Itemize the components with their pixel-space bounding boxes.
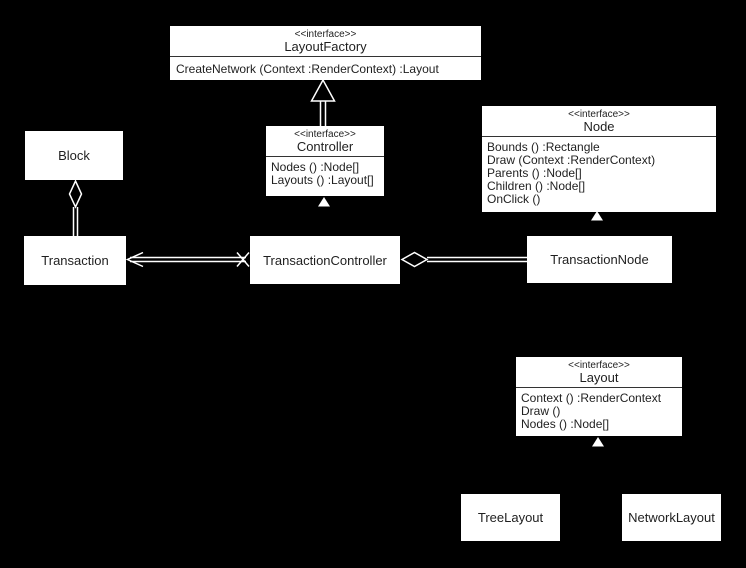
class-header: <<interface>> Node [482, 106, 716, 137]
member-label: Nodes () :Node[] [521, 417, 610, 431]
class-box-networklayout[interactable]: NetworkLayout [622, 494, 721, 541]
open-arrow-icon [125, 251, 144, 268]
member-label: OnClick () [487, 192, 541, 206]
class-name: TreeLayout [477, 510, 544, 525]
class-name: NetworkLayout [628, 510, 715, 525]
member-label: Parents () :Node[] [487, 166, 582, 180]
class-name: Layout [579, 370, 619, 385]
stereotype-label: <<interface>> [294, 129, 356, 140]
class-box-transaction[interactable]: Transaction [24, 236, 126, 285]
class-box-treelayout[interactable]: TreeLayout [461, 494, 560, 541]
class-name: Block [58, 148, 90, 163]
hollow-diamond-icon [68, 179, 83, 209]
member-label: Context () :RenderContext [521, 391, 662, 405]
solid-triangle-icon [318, 197, 330, 207]
member-list: Nodes () :Node[] Layouts () :Layout[] [266, 157, 384, 187]
member-label: Draw () [521, 404, 561, 418]
aggregation-block-transaction [68, 179, 83, 236]
member-label: Children () :Node[] [487, 179, 586, 193]
generalization-controller-to-layoutfactory [310, 78, 336, 126]
class-box-layout[interactable]: <<interface>> Layout Context () :RenderC… [516, 357, 682, 436]
hollow-triangle-icon [310, 78, 336, 102]
class-name: TransactionNode [550, 252, 649, 267]
double-line-shaft [130, 256, 246, 263]
member-label: CreateNetwork (Context :RenderContext) :… [176, 62, 439, 76]
member-label: Layouts () :Layout[] [271, 173, 374, 187]
realization-layouts-to-layout [592, 437, 604, 447]
class-header: <<interface>> Controller [266, 126, 384, 157]
stereotype-label: <<interface>> [568, 360, 630, 371]
member-label: Bounds () :Rectangle [487, 140, 600, 154]
realization-transactionnode-to-node [591, 211, 603, 221]
class-name: LayoutFactory [284, 39, 367, 54]
double-line-shaft [72, 207, 79, 236]
class-name: Node [583, 119, 615, 134]
class-header: <<interface>> LayoutFactory [170, 26, 481, 57]
member-label: Nodes () :Node[] [271, 160, 360, 174]
class-box-node[interactable]: <<interface>> Node Bounds () :Rectangle … [482, 106, 716, 212]
class-name: TransactionController [263, 252, 387, 268]
association-transaction-transactioncontroller [125, 251, 250, 268]
double-line-shaft [319, 101, 327, 126]
stereotype-label: <<interface>> [294, 29, 357, 40]
class-name: Transaction [41, 253, 109, 268]
class-name: Controller [296, 139, 354, 154]
class-box-transactioncontroller[interactable]: TransactionController [250, 236, 400, 284]
class-box-transactionnode[interactable]: TransactionNode [527, 236, 672, 283]
member-list: Bounds () :Rectangle Draw (Context :Rend… [482, 137, 716, 206]
double-line-shaft [427, 256, 527, 263]
non-navigable-x-icon [236, 252, 250, 267]
stereotype-label: <<interface>> [568, 109, 630, 120]
class-box-layoutfactory[interactable]: <<interface>> LayoutFactory CreateNetwor… [170, 26, 481, 80]
hollow-diamond-icon [400, 251, 429, 268]
member-label: Draw (Context :RenderContext) [487, 153, 656, 167]
class-header: <<interface>> Layout [516, 357, 682, 388]
class-box-block[interactable]: Block [25, 131, 123, 180]
realization-transactioncontroller-to-controller [318, 197, 330, 207]
member-list: Context () :RenderContext Draw () Nodes … [516, 388, 682, 431]
aggregation-transactioncontroller-transactionnode [400, 251, 527, 268]
solid-triangle-icon [592, 437, 604, 447]
class-box-controller[interactable]: <<interface>> Controller Nodes () :Node[… [266, 126, 384, 196]
solid-triangle-icon [591, 211, 603, 221]
